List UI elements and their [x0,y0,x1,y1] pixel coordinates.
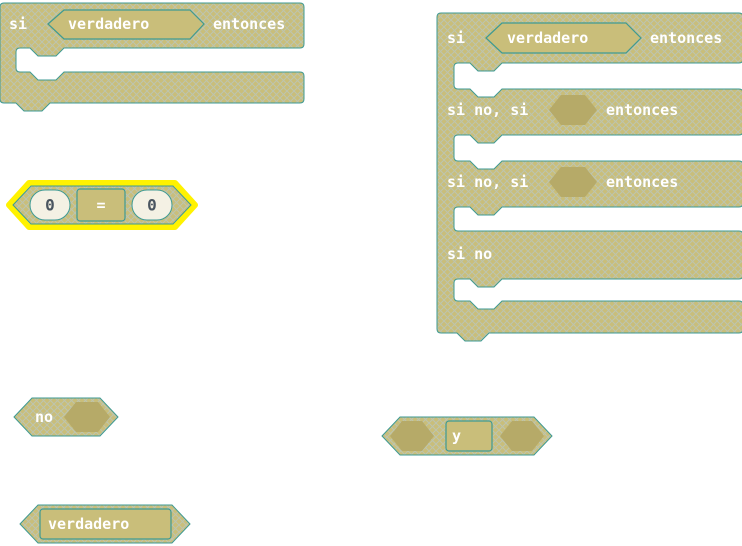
left-number-value: 0 [45,196,55,215]
if-then-keyword: entonces [650,29,722,47]
if-condition-value: verdadero [68,15,149,33]
not-block[interactable]: no [12,397,122,439]
boolean-dropdown[interactable]: verdadero [39,508,172,540]
if-keyword: si [9,15,27,33]
if-condition-slot[interactable]: verdadero [485,22,642,54]
right-number-value: 0 [147,196,157,215]
right-number-field[interactable]: 0 [131,189,173,221]
if-block[interactable]: si verdadero entonces [0,0,310,115]
logic-operator-dropdown[interactable]: y [445,420,493,452]
if-then-keyword: entonces [213,15,285,33]
operator-dropdown[interactable]: = [76,188,126,222]
and-right-slot[interactable] [500,421,544,451]
not-input-slot[interactable] [64,402,110,432]
and-block[interactable]: y [380,416,560,460]
elseif-condition-slot-2[interactable] [549,167,597,197]
if-keyword: si [447,29,465,47]
elseif-condition-slot-1[interactable] [549,95,597,125]
else-keyword: si no [447,245,492,263]
boolean-true-block[interactable]: verdadero [18,504,196,546]
compare-block[interactable]: 0 = 0 [5,178,200,233]
if-elseif-else-block[interactable]: si verdadero entonces si no, si entonces… [436,12,742,348]
elseif-keyword-2: si no, si [447,173,528,191]
operator-value: = [96,196,105,214]
elseif-then-keyword-2: entonces [606,173,678,191]
logic-operator-value: y [452,427,461,445]
and-left-slot[interactable] [390,421,434,451]
elseif-keyword-1: si no, si [447,101,528,119]
boolean-value: verdadero [48,515,129,533]
left-number-field[interactable]: 0 [29,189,71,221]
if-condition-slot[interactable]: verdadero [47,9,205,40]
elseif-then-keyword-1: entonces [606,101,678,119]
if-condition-value: verdadero [507,29,588,47]
not-keyword: no [35,408,53,426]
